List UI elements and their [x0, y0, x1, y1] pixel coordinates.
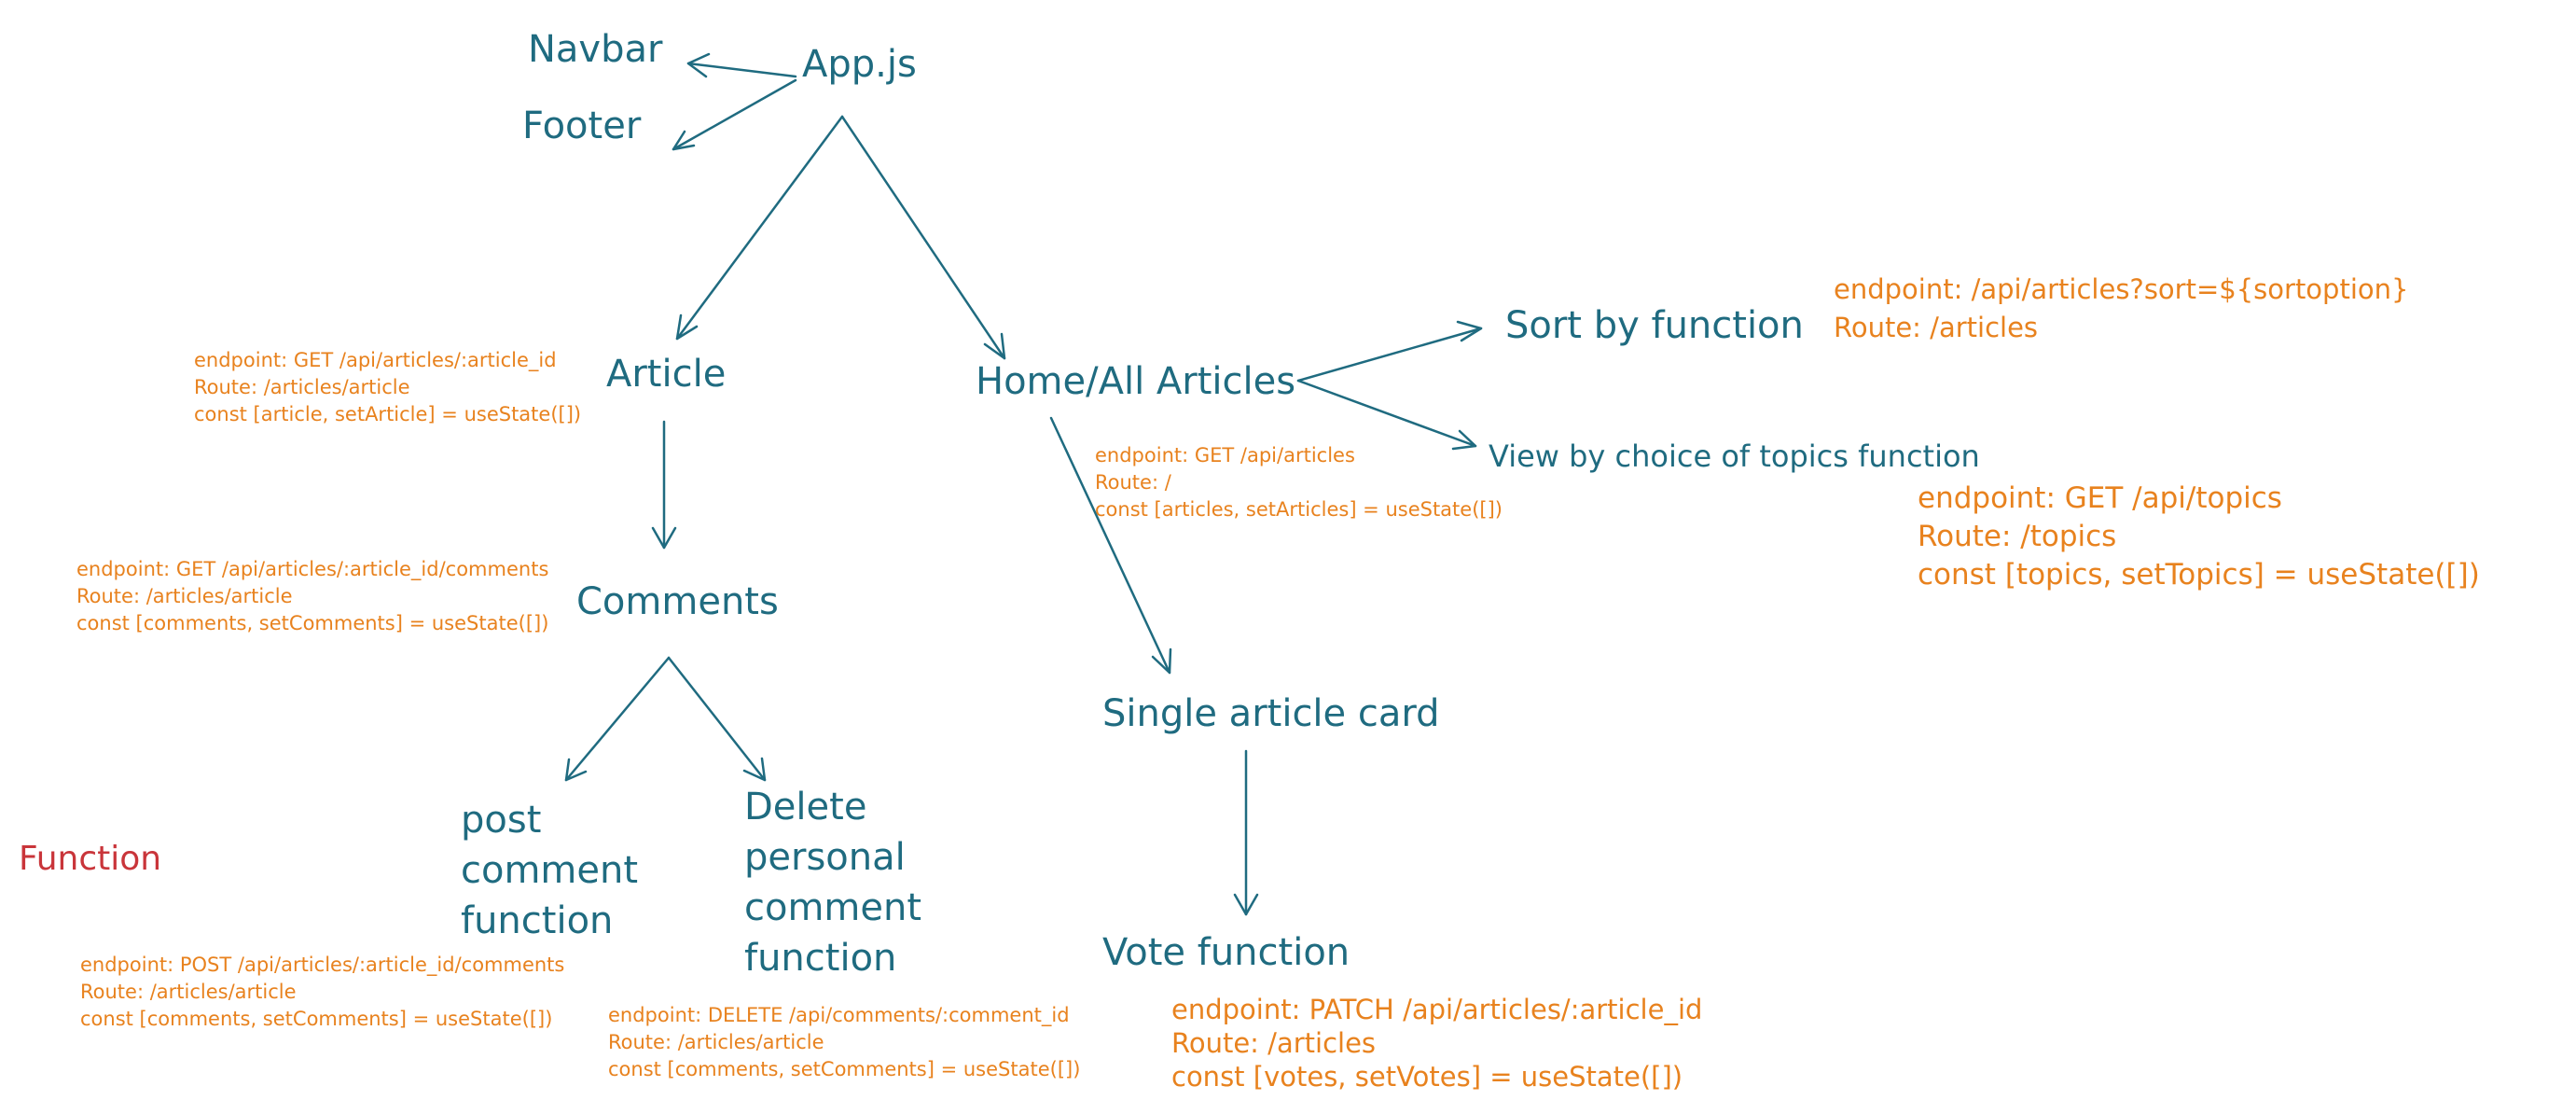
- node-single-card: Single article card: [1102, 692, 1440, 735]
- arrow-comments-to-post: [564, 656, 671, 782]
- annotation-line: endpoint: PATCH /api/articles/:article_i…: [1171, 994, 1703, 1025]
- node-comments: Comments: [576, 580, 779, 623]
- annotation-post: endpoint: POST /api/articles/:article_id…: [80, 952, 564, 1033]
- node-post-line: post: [461, 799, 542, 842]
- arrow-home-to-topics: [1296, 379, 1477, 451]
- annotation-line: const [articles, setArticles] = useState…: [1095, 498, 1503, 521]
- annotation-line: endpoint: GET /api/articles/:article_id/…: [76, 558, 549, 580]
- annotation-line: Route: /articles: [1834, 312, 2039, 343]
- annotation-sort: endpoint: /api/articles?sort=${sortoptio…: [1834, 271, 2408, 347]
- node-post: post comment function: [461, 795, 647, 946]
- arrow-app-to-navbar: [686, 52, 797, 78]
- annotation-line: const [topics, setTopics] = useState([]): [1918, 558, 2480, 592]
- annotation-line: const [comments, setComments] = useState…: [80, 1008, 553, 1030]
- node-home: Home/All Articles: [976, 360, 1296, 403]
- annotation-article: endpoint: GET /api/articles/:article_id …: [194, 347, 581, 428]
- arrow-home-to-sort: [1296, 320, 1483, 383]
- node-footer: Footer: [522, 104, 642, 147]
- node-navbar: Navbar: [528, 28, 663, 71]
- annotation-line: endpoint: DELETE /api/comments/:comment_…: [608, 1004, 1070, 1026]
- arrow-single-card-to-vote: [1233, 749, 1259, 916]
- annotation-line: endpoint: GET /api/topics: [1918, 481, 2282, 515]
- annotation-line: Route: /articles/article: [76, 585, 293, 607]
- node-article: Article: [606, 353, 727, 396]
- node-topics: View by choice of topics function: [1489, 439, 1980, 474]
- arrow-article-to-comments: [651, 420, 677, 550]
- arrow-home-to-single-card: [1049, 416, 1172, 675]
- annotation-comments: endpoint: GET /api/articles/:article_id/…: [76, 556, 548, 637]
- arrow-comments-to-delete: [667, 656, 767, 782]
- node-delete-line: personal: [744, 836, 906, 879]
- annotation-line: const [comments, setComments] = useState…: [76, 612, 549, 634]
- node-partial-function: Function: [19, 840, 162, 878]
- annotation-line: const [article, setArticle] = useState([…: [194, 403, 582, 425]
- annotation-line: endpoint: /api/articles?sort=${sortoptio…: [1834, 273, 2409, 305]
- annotation-line: Route: /articles/article: [80, 981, 297, 1003]
- node-delete: Delete personal comment function: [744, 782, 931, 983]
- annotation-line: Route: /topics: [1918, 520, 2117, 553]
- arrow-app-to-footer: [672, 78, 797, 151]
- annotation-line: endpoint: POST /api/articles/:article_id…: [80, 954, 565, 976]
- annotation-line: endpoint: GET /api/articles/:article_id: [194, 349, 557, 371]
- annotation-home: endpoint: GET /api/articles Route: / con…: [1095, 442, 1503, 523]
- arrow-app-to-home: [840, 115, 1006, 360]
- node-delete-line: Delete: [744, 786, 867, 829]
- annotation-line: Route: /articles/article: [194, 376, 410, 398]
- annotation-line: const [comments, setComments] = useState…: [608, 1058, 1081, 1080]
- annotation-line: endpoint: GET /api/articles: [1095, 444, 1355, 466]
- annotation-topics: endpoint: GET /api/topics Route: /topics…: [1918, 480, 2480, 594]
- annotation-line: Route: /: [1095, 471, 1171, 494]
- node-sort: Sort by function: [1505, 304, 1804, 347]
- arrow-app-to-article: [675, 115, 844, 341]
- annotation-line: const [votes, setVotes] = useState([]): [1171, 1061, 1683, 1093]
- node-delete-line: function: [744, 937, 897, 980]
- node-post-line: function: [461, 899, 614, 942]
- node-delete-line: comment: [744, 886, 922, 929]
- node-vote: Vote function: [1102, 931, 1350, 974]
- node-post-line: comment: [461, 849, 639, 892]
- node-app: App.js: [802, 43, 917, 86]
- annotation-line: Route: /articles/article: [608, 1031, 824, 1053]
- annotation-delete: endpoint: DELETE /api/comments/:comment_…: [608, 1002, 1080, 1083]
- annotation-vote: endpoint: PATCH /api/articles/:article_i…: [1171, 993, 1702, 1093]
- annotation-line: Route: /articles: [1171, 1027, 1377, 1059]
